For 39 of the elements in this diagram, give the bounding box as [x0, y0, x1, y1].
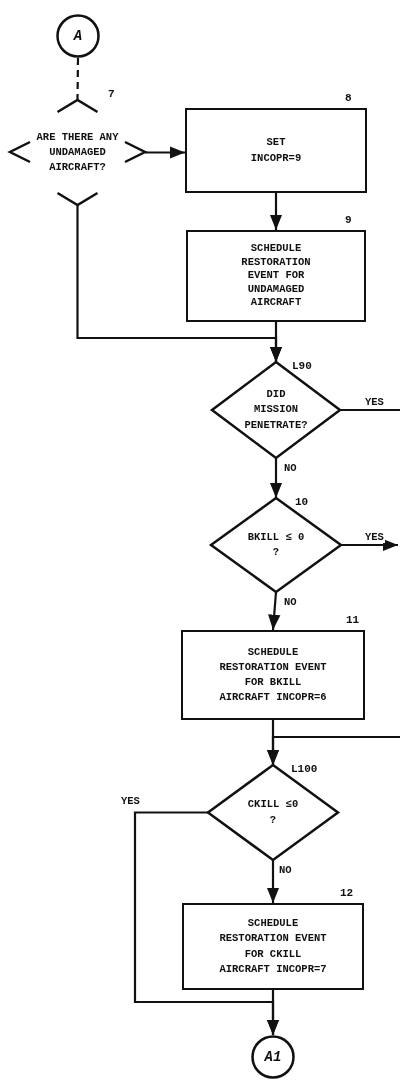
step-number: L90	[292, 360, 312, 372]
connector-line	[76, 58, 80, 100]
arrow	[266, 720, 280, 765]
process-box	[185, 108, 367, 193]
process-text: SCHEDULE RESTORATION EVENT FOR UNDAMAGED AIRCRAFT	[240, 241, 312, 311]
step-number: 11	[346, 614, 360, 626]
edge-label: YES	[120, 795, 141, 807]
connector-label: A	[73, 26, 83, 46]
connector-line	[340, 408, 400, 412]
decision-text: BKILL ≤ 0 ?	[246, 529, 306, 560]
step-number: L100	[291, 763, 318, 775]
process-text: SET INCOPR=9	[249, 135, 303, 166]
edge-label: YES	[364, 396, 385, 408]
process-box	[182, 903, 364, 990]
arrow	[269, 193, 283, 230]
step-number: 8	[345, 92, 352, 104]
arrow	[268, 591, 281, 631]
step-number: 7	[108, 88, 115, 100]
arrow	[145, 146, 185, 159]
decision-text: ARE THERE ANY UNDAMAGED AIRCRAFT?	[35, 129, 120, 176]
process-text: SCHEDULE RESTORATION EVENT FOR BKILL AIRCRAFT INCOPR=6	[218, 644, 328, 706]
process-box	[181, 630, 365, 720]
edge-label: YES	[364, 531, 385, 543]
decision-text: DID MISSION PENETRATE?	[243, 387, 309, 433]
arrow	[341, 538, 398, 552]
decision-text: CKILL ≤0 ?	[246, 797, 300, 828]
edge-label: NO	[278, 864, 293, 876]
arrow	[269, 322, 283, 362]
arrow	[266, 860, 280, 903]
process-text: SCHEDULE RESTORATION EVENT FOR CKILL AIRCRAFT INCOPR=7	[218, 916, 328, 977]
edge-label: NO	[283, 462, 298, 474]
edge-label: NO	[283, 596, 298, 608]
process-box	[186, 230, 366, 322]
step-number: 9	[345, 214, 352, 226]
connector-label: A1	[264, 1047, 282, 1067]
step-number: 12	[340, 887, 354, 899]
arrow	[269, 458, 283, 498]
step-number: 10	[295, 496, 309, 508]
arrow	[266, 990, 280, 1035]
